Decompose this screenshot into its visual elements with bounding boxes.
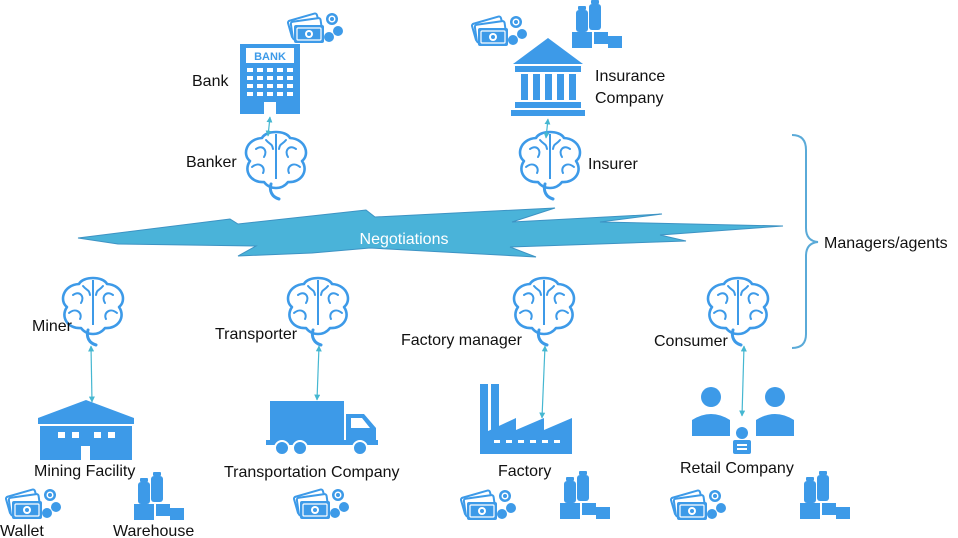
transporter-company-arrow — [314, 345, 322, 401]
bank-building-icon: BANK — [240, 44, 300, 114]
consumer-retail-arrow — [739, 345, 747, 417]
insurance-goods-icon — [572, 0, 622, 48]
bank-label: Bank — [192, 73, 229, 90]
wallet-money-icon — [4, 488, 63, 520]
bank-banker-arrow — [265, 116, 273, 137]
insurer-label: Insurer — [588, 156, 638, 173]
consumer-label: Consumer — [654, 333, 728, 350]
banker-label: Banker — [186, 154, 237, 171]
mining-facility-label: Mining Facility — [34, 463, 135, 480]
classical-building-icon — [511, 38, 585, 116]
factory-label: Factory — [498, 463, 551, 480]
factory-manager-label: Factory manager — [401, 332, 523, 349]
manager-factory-arrow — [539, 345, 548, 419]
svg-text:BANK: BANK — [254, 51, 286, 63]
bank-money-icon — [286, 12, 344, 44]
insurance-label-line2: Company — [595, 90, 663, 107]
wallet-label: Wallet — [0, 523, 44, 538]
insurance-label-line1: Insurance — [595, 68, 665, 85]
banker-brain-icon — [244, 130, 308, 201]
insurance-insurer-arrow — [543, 118, 551, 139]
retail-goods-icon — [800, 471, 850, 519]
warehouse-label: Warehouse — [113, 523, 194, 538]
negotiations-label: Negotiations — [360, 231, 449, 248]
insurer-brain-icon — [518, 130, 582, 201]
miner-label: Miner — [32, 318, 73, 335]
warehouse-icon — [38, 400, 134, 460]
retail-company-label: Retail Company — [680, 460, 794, 477]
retail-money-icon — [669, 489, 727, 521]
insurance-money-icon — [470, 15, 528, 47]
factory-goods-icon — [560, 471, 610, 519]
factory-manager-brain-icon — [512, 276, 576, 347]
transportation-company-label: Transportation Company — [224, 464, 400, 481]
managers-bracket — [791, 134, 819, 349]
factory-icon — [480, 384, 572, 454]
miner-facility-arrow — [88, 345, 95, 403]
truck-icon — [266, 401, 378, 456]
transporter-label: Transporter — [215, 326, 298, 343]
people-icon — [692, 387, 794, 454]
managers-label: Managers/agents — [824, 235, 948, 252]
negotiations-lightning — [77, 207, 784, 258]
transport-money-icon — [292, 488, 350, 520]
factory-money-icon — [459, 489, 517, 521]
warehouse-goods-icon — [134, 472, 184, 520]
